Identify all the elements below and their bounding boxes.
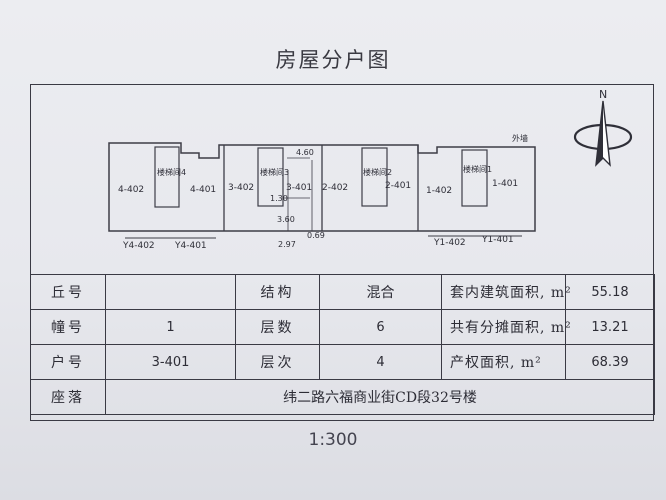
stair-label: 楼梯间2 [363,167,392,177]
north-label: N [599,88,607,101]
location-label: 座落 [30,379,106,415]
structure-value: 混合 [319,274,442,310]
building-number-label: 幢号 [30,309,106,345]
inner-area-label: 套内建筑面积, m² [441,274,571,310]
room-label: 3-402 [228,183,254,193]
stair-label: 楼梯间1 [463,164,492,174]
table-row: 丘号 结构 混合 套内建筑面积, m² 55.18 [30,274,655,310]
stair-label: 楼梯间3 [260,167,289,177]
room-label: 2-401 [385,181,411,191]
inner-area-value: 55.18 [565,274,655,310]
dimension-value: 3.60 [277,215,295,224]
room-label: 4-401 [190,185,216,195]
table-row: 幢号 1 层数 6 共有分摊面积, m² 13.21 [30,309,655,345]
drawing-frame [30,84,654,421]
parcel-number-value [105,274,236,310]
balcony-label: Y1-401 [481,235,514,245]
balcony-label: Y4-401 [174,241,207,251]
north-arrow-icon [573,100,633,167]
room-label: 3-401 [286,183,312,193]
table-row: 户号 3-401 层次 4 产权面积, m² 68.39 [30,344,655,380]
corner-label: 外墙 [512,133,528,143]
stairwell-2 [361,147,388,207]
document-title: 房屋分户图 [275,48,391,72]
unit-number-value: 3-401 [105,344,236,380]
stairwell-1 [461,149,488,207]
floor-level-value: 4 [319,344,442,380]
floors-value: 6 [319,309,442,345]
unit-number-label: 户号 [30,344,106,380]
floors-label: 层数 [235,309,320,345]
stairwell-4 [154,146,180,208]
property-info-table: 丘号 结构 混合 套内建筑面积, m² 55.18 幢号 1 层数 6 共有分摊… [30,274,655,415]
floor-level-label: 层次 [235,344,320,380]
room-label: 1-402 [426,186,452,196]
dimension-value: 4.60 [296,148,314,157]
shared-area-value: 13.21 [565,309,655,345]
property-area-label: 产权面积, m² [441,344,566,380]
location-value: 纬二路六福商业街CD段32号楼 [105,379,655,415]
building-number-value: 1 [105,309,236,345]
dimension-value: 2.97 [278,240,296,249]
stair-label: 楼梯间4 [157,167,186,177]
table-row: 座落 纬二路六福商业街CD段32号楼 [30,379,655,415]
parcel-number-label: 丘号 [30,274,106,310]
room-label: 4-402 [118,185,144,195]
room-label: 2-402 [322,183,348,193]
drawing-scale: 1:300 [308,430,358,450]
room-label: 1-401 [492,179,518,189]
property-area-value: 68.39 [565,344,655,380]
balcony-label: Y4-402 [122,241,155,251]
balcony-label: Y1-402 [433,238,466,248]
shared-area-label: 共有分摊面积, m² [441,309,571,345]
dimension-value: 1.30 [270,194,288,203]
dimension-value: 0.69 [307,231,325,240]
structure-label: 结构 [235,274,320,310]
stairwell-3 [257,147,284,207]
building-outline [108,142,536,232]
